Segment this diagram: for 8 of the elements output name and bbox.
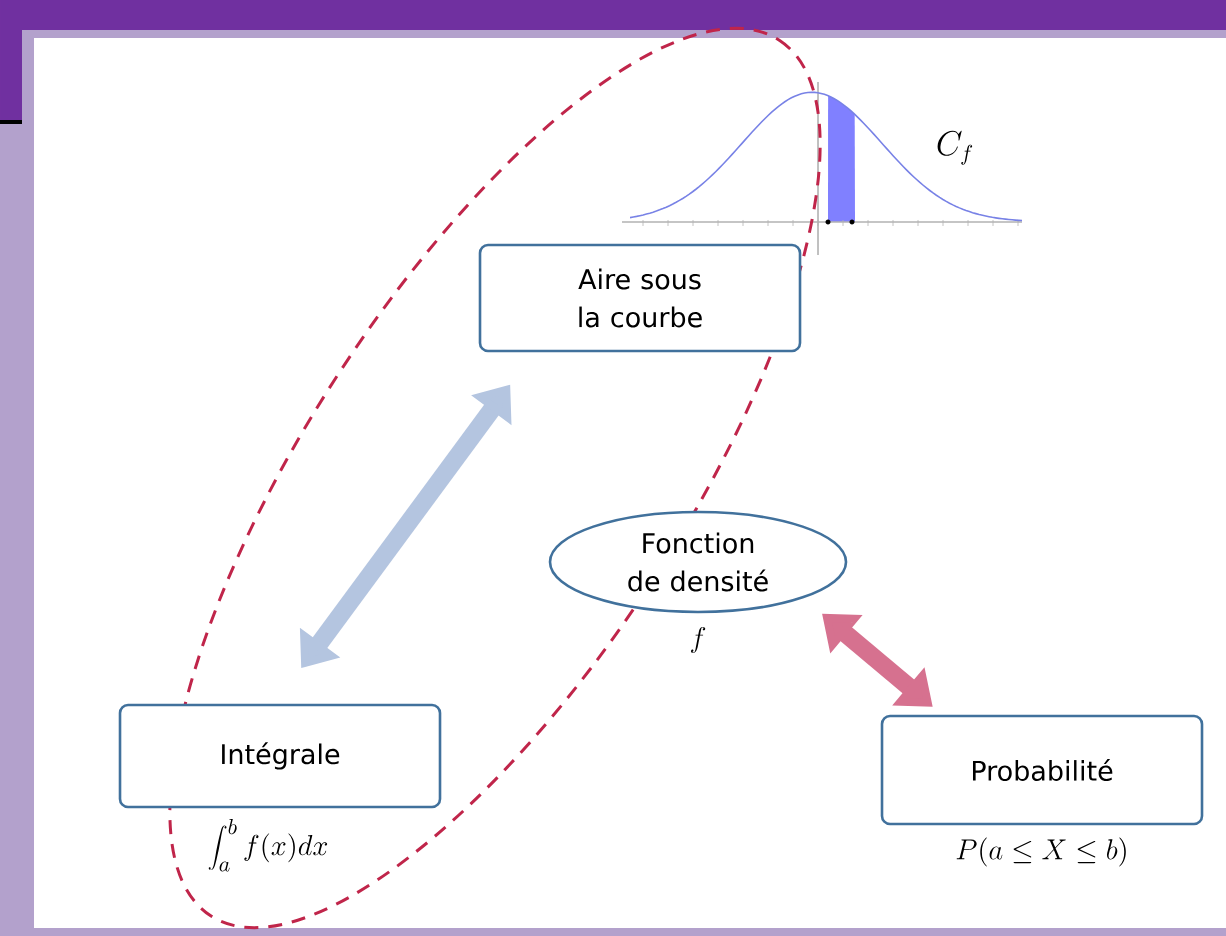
formula-label: $\int_a^b f(x)dx$: [208, 818, 328, 872]
process-box: Probabilité: [880, 714, 1204, 826]
ellipse-node: Fonction de densité: [548, 510, 848, 614]
formula-label: $f$: [691, 626, 706, 654]
process-box: Aire sous la courbe: [478, 243, 802, 353]
curve-label: $C_f$: [937, 130, 973, 165]
formula-label: $P(a \leq X \leq b)$: [956, 837, 1126, 867]
process-box: Intégrale: [118, 703, 442, 809]
